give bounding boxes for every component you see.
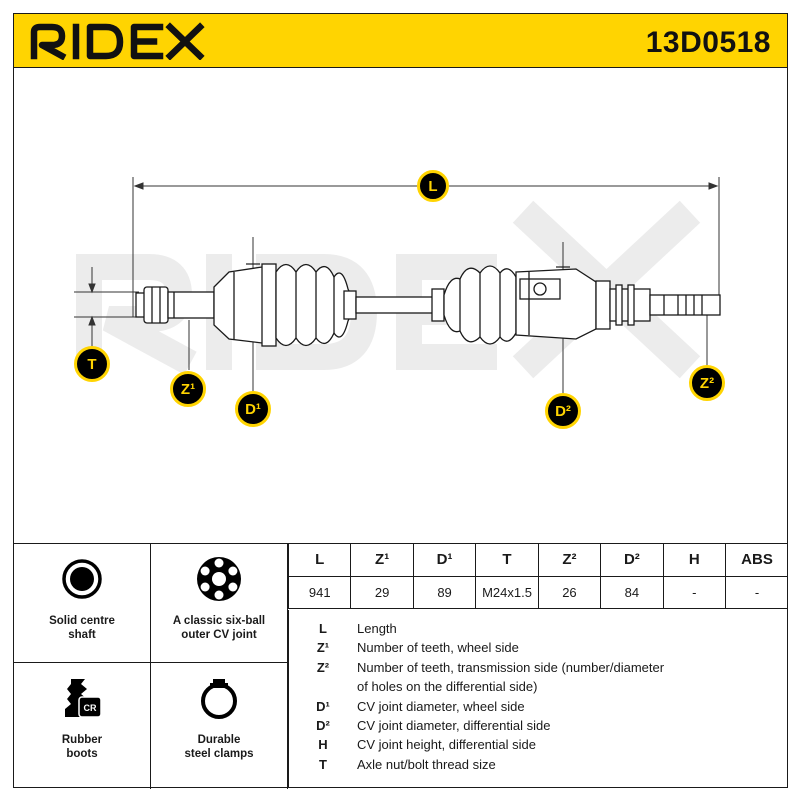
legend-row: Z¹ Number of teeth, wheel side [289, 638, 788, 657]
legend-key: Z² [316, 659, 330, 675]
legend-key: D¹ [316, 698, 330, 714]
solid-shaft-icon [62, 559, 102, 599]
spec-table: L Z¹ D¹ T Z² D² H ABS 941 29 89 M24x1.5 … [287, 544, 788, 609]
feature-rubber-boots: CR Rubber boots [14, 663, 151, 789]
spec-value-D1: 89 [412, 576, 476, 609]
legend-row: T Axle nut/bolt thread size [289, 755, 788, 774]
legend-row: of holes on the differential side) [289, 677, 788, 696]
marker-Z2: Z² [689, 365, 725, 401]
marker-L: L [417, 170, 449, 202]
feature-label: A classic six-ball outer CV joint [172, 615, 266, 641]
legend-text: Length [357, 621, 397, 636]
spec-value-T: M24x1.5 [475, 576, 539, 609]
spec-legend: L Length Z¹ Number of teeth, wheel side … [288, 610, 788, 788]
spec-header-Z1: Z¹ [350, 544, 414, 577]
legend-row: H CV joint height, differential side [289, 735, 788, 754]
part-number: 13D0518 [645, 26, 771, 59]
drive-shaft [135, 263, 721, 347]
spec-header-D2: D² [600, 544, 664, 577]
legend-row: D¹ CV joint diameter, wheel side [289, 697, 788, 716]
legend-row: D² CV joint diameter, differential side [289, 716, 788, 735]
spec-value-Z2: 26 [537, 576, 601, 609]
spec-header-row: L Z¹ D¹ T Z² D² H ABS [287, 544, 788, 577]
legend-row: L Length [289, 619, 788, 638]
steel-clamp-icon [201, 679, 237, 719]
spec-header-T: T [475, 544, 539, 577]
legend-text: CV joint height, differential side [357, 737, 536, 753]
marker-D1: D¹ [235, 391, 271, 427]
legend-key [289, 677, 357, 696]
feature-label: Durable steel clamps [184, 734, 254, 760]
legend-text: Number of teeth, wheel side [357, 640, 519, 656]
boot-badge: CR [84, 703, 97, 713]
feature-label: Solid centre shaft [49, 615, 115, 641]
legend-text: Axle nut/bolt thread size [357, 756, 496, 772]
feature-solid-shaft: Solid centre shaft [14, 544, 151, 663]
spec-value-D2: 84 [600, 576, 664, 609]
legend-key: Z¹ [316, 640, 330, 656]
spec-value-H: - [662, 576, 726, 609]
spec-header-L: L [287, 544, 351, 577]
spec-value-Z1: 29 [350, 576, 414, 609]
spec-value-L: 941 [287, 576, 351, 609]
header-bar: 13D0518 [13, 13, 788, 68]
spec-header-H: H [662, 544, 726, 577]
legend-key: L [319, 621, 327, 636]
ridex-logo [30, 22, 205, 60]
legend-text: CV joint diameter, wheel side [357, 698, 525, 714]
spec-value-ABS: - [724, 576, 788, 609]
rubber-boot-icon: CR [65, 679, 102, 718]
legend-text: CV joint diameter, differential side [357, 718, 551, 734]
feature-six-ball-joint: A classic six-ball outer CV joint [151, 544, 288, 663]
spec-header-D1: D¹ [412, 544, 476, 577]
legend-text: of holes on the differential side) [357, 679, 538, 695]
spec-header-Z2: Z² [537, 544, 601, 577]
legend-key: D² [316, 718, 330, 734]
technical-drawing: L T Z¹ D¹ D² Z² [13, 67, 788, 544]
marker-Z1: Z¹ [170, 371, 206, 407]
spec-header-ABS: ABS [724, 544, 788, 577]
legend-text: Number of teeth, transmission side (numb… [357, 659, 665, 675]
drive-shaft-drawing [74, 177, 721, 397]
six-ball-joint-icon [197, 557, 241, 601]
feature-steel-clamps: Durable steel clamps [151, 663, 288, 789]
feature-label: Rubber boots [61, 734, 103, 760]
spec-panel: Solid centre shaft A classic six-ball ou… [13, 543, 788, 789]
legend-key: H [318, 737, 328, 753]
spec-value-row: 941 29 89 M24x1.5 26 84 - - [287, 576, 788, 609]
marker-D2: D² [545, 393, 581, 429]
legend-key: T [319, 756, 327, 772]
legend-row: Z² Number of teeth, transmission side (n… [289, 658, 788, 677]
marker-T: T [74, 346, 110, 382]
